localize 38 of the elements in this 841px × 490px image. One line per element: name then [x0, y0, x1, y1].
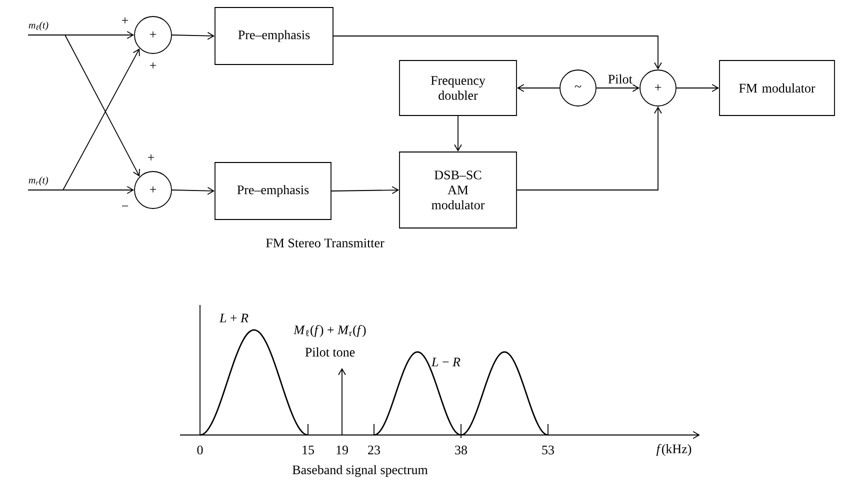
arrow — [333, 36, 662, 70]
arrow — [28, 186, 134, 194]
process-box: Pre–emphasis — [214, 162, 332, 220]
caption: FM Stereo Transmitter — [266, 238, 384, 248]
process-box: DSB–SC AM modulator — [399, 152, 517, 228]
arrow — [28, 31, 134, 39]
summing-junction: + — [134, 16, 172, 54]
arrow — [331, 186, 400, 194]
arrow — [62, 48, 140, 190]
summing-junction: + — [134, 171, 172, 209]
process-box: Pre–emphasis — [214, 7, 334, 65]
arrow — [64, 34, 140, 177]
process-box: FM modulator — [719, 60, 835, 116]
arrow — [516, 106, 662, 190]
input-signal-label: m$_{ℓ}$(t) — [28, 21, 48, 31]
curve-label: L − R — [431, 358, 460, 366]
process-box: Frequency doubler — [399, 60, 517, 116]
sign-label: + — [122, 17, 128, 24]
tick-label: 38 — [455, 446, 467, 454]
tick-label: 15 — [302, 446, 314, 454]
tick-label: 23 — [368, 446, 380, 454]
axis-label: f(kHz) — [656, 444, 692, 456]
arrow — [454, 116, 462, 152]
input-signal-label: m$_{r}$(t) — [28, 176, 48, 186]
arrow — [172, 32, 215, 40]
caption: Baseband signal spectrum — [292, 465, 428, 477]
arrow — [596, 84, 640, 92]
curve-label: Pilot tone — [305, 347, 355, 357]
arrow — [172, 186, 215, 195]
arrow — [516, 84, 560, 92]
tick-label: 53 — [542, 446, 554, 454]
edge-label: Pilot — [606, 73, 634, 85]
curve-label: M$_{ℓ}$(f) + M$_{r}$(f) — [294, 325, 366, 337]
arrow — [676, 84, 720, 92]
summing-junction: + — [640, 70, 676, 106]
tick-label: 19 — [336, 446, 348, 454]
curve-label: L + R — [219, 314, 248, 322]
tick-label: 0 — [197, 446, 203, 454]
